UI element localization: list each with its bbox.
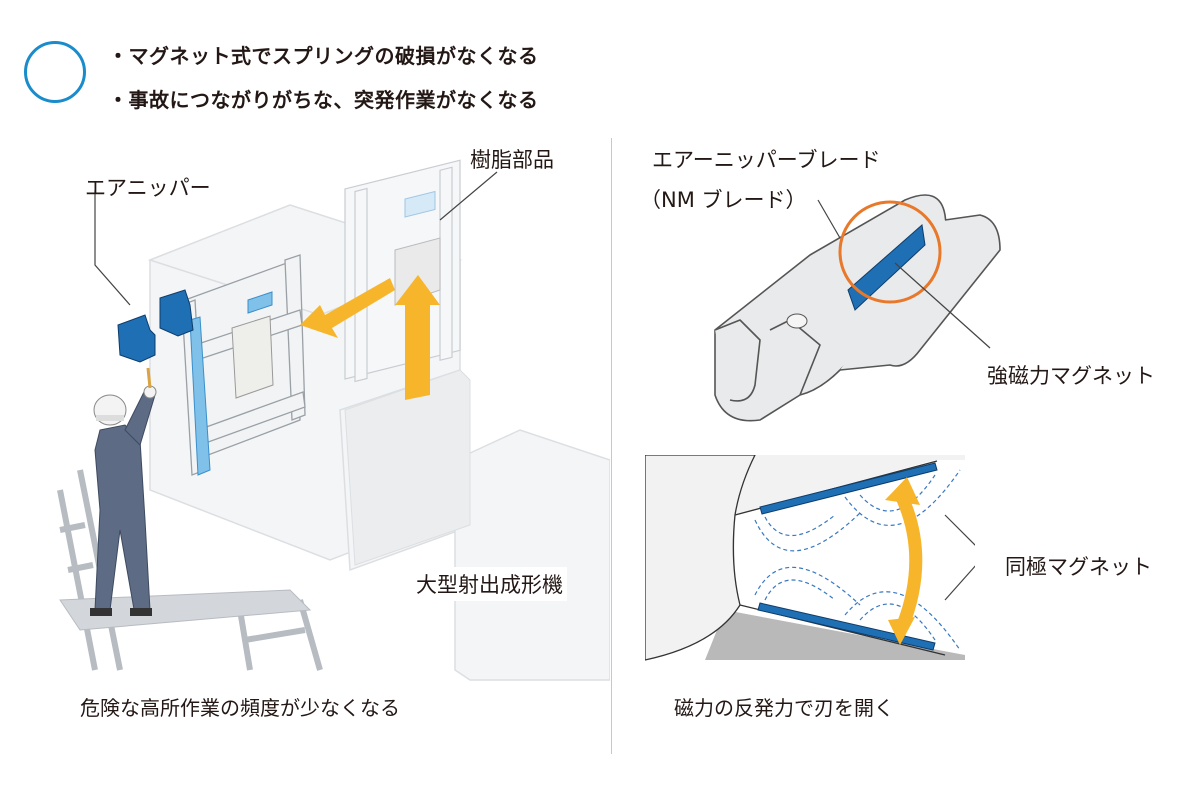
label-air-nipper: エアニッパー — [85, 176, 211, 200]
magnet-repulsion-diagram — [645, 455, 975, 661]
molding-machine-illustration — [57, 159, 610, 681]
right-caption: 磁力の反発力で刃を開く — [674, 696, 894, 720]
label-machine: 大型射出成形機 — [412, 567, 567, 601]
nm-blade-illustration — [714, 194, 1001, 422]
label-resin-part: 樹脂部品 — [470, 148, 554, 172]
bullet-spring: ・マグネット式でスプリングの破損がなくなる — [108, 44, 539, 68]
label-strong-magnet: 強磁力マグネット — [987, 364, 1155, 388]
left-caption: 危険な高所作業の頻度が少なくなる — [80, 696, 400, 720]
label-blade-line2: （NM ブレード） — [640, 188, 807, 212]
empty-circle-mark — [24, 41, 86, 103]
panel-divider — [611, 138, 612, 754]
bullet-accident: ・事故につながりがちな、突発作業がなくなる — [108, 88, 539, 112]
label-blade-line1: エアーニッパーブレード — [652, 148, 881, 172]
label-same-pole-magnet: 同極マグネット — [1005, 555, 1152, 579]
